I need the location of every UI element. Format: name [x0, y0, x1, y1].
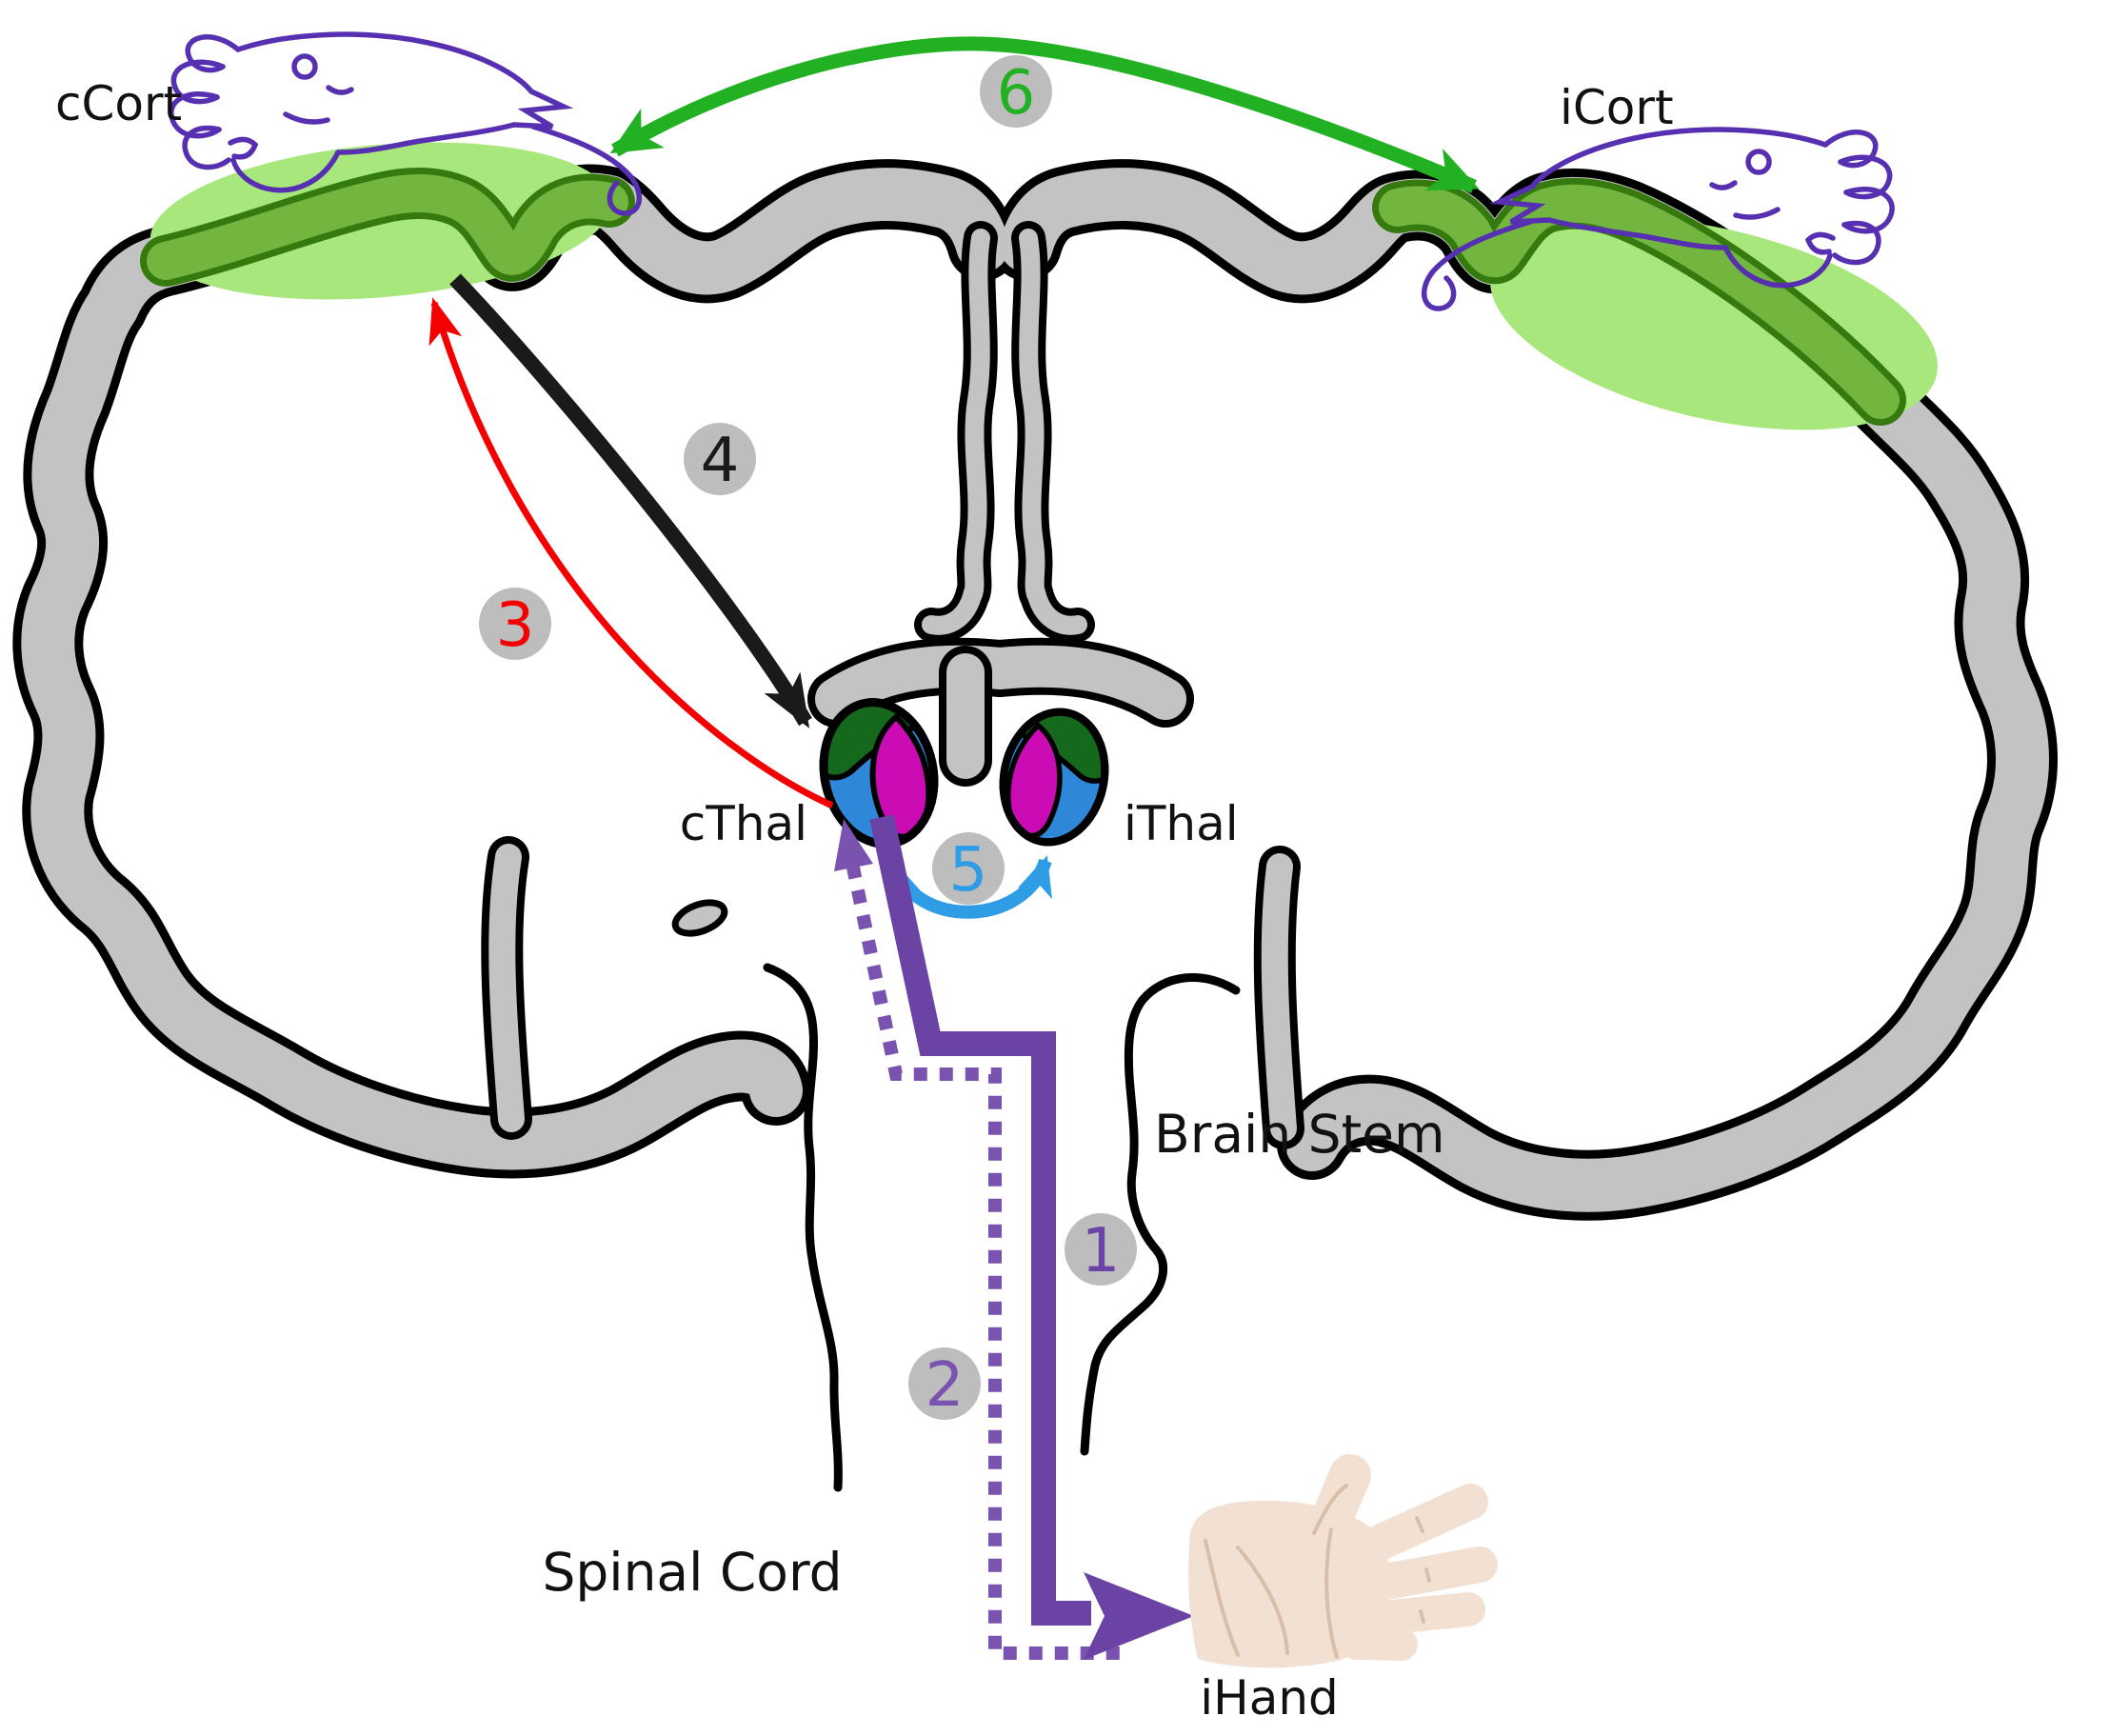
- label-icort: iCort: [1560, 80, 1674, 135]
- badge-5-number: 5: [949, 835, 988, 906]
- pathway-4-cortex-to-thalamus-arrow: [449, 273, 812, 728]
- brainstem-outline: [763, 963, 1241, 1492]
- label-brain-stem: Brain Stem: [1154, 1104, 1445, 1165]
- badge-4-number: 4: [701, 426, 740, 496]
- pathway-2-arrowhead: [834, 819, 873, 871]
- cerebral-cortex-ribbon: [48, 193, 2022, 1186]
- badge-2-number: 2: [926, 1350, 965, 1421]
- step-badges: 1 2 3 4 5 6: [479, 55, 1137, 1421]
- badge-5-circle: [932, 832, 1005, 905]
- pathway-1-descending-solid: [869, 814, 1194, 1660]
- hand-area-highlight-right: [1398, 180, 1938, 430]
- badge-1-number: 1: [1082, 1216, 1121, 1287]
- pathway-1-arrowhead: [1084, 1572, 1194, 1660]
- pathway-3-thalamus-to-cortex-arrow: [428, 297, 834, 809]
- hand-area-highlight-left: [144, 142, 618, 300]
- label-ihand: iHand: [1200, 1670, 1339, 1726]
- badge-4-circle: [684, 423, 756, 495]
- badge-3-number: 3: [496, 590, 535, 661]
- badge-6-number: 6: [997, 58, 1036, 129]
- inner-fold-left: [671, 899, 728, 937]
- region-labels: cCort iCort cThal iThal Brain Stem Spina…: [55, 76, 1674, 1726]
- pathway-2-ascending-dotted: [834, 819, 1129, 1660]
- label-ccort: cCort: [55, 76, 182, 131]
- badge-1-circle: [1065, 1213, 1137, 1286]
- label-spinal-cord: Spinal Cord: [542, 1542, 842, 1603]
- badge-2-circle: [908, 1347, 981, 1420]
- hand-illustration: [1188, 1454, 1498, 1668]
- badge-3-circle: [479, 588, 551, 660]
- pathway-6-transcallosal-arrow: [609, 36, 1480, 193]
- label-cthal: cThal: [680, 796, 807, 851]
- i-thalamus: [991, 700, 1120, 852]
- label-ithal: iThal: [1124, 796, 1239, 851]
- badge-6-circle: [980, 55, 1052, 128]
